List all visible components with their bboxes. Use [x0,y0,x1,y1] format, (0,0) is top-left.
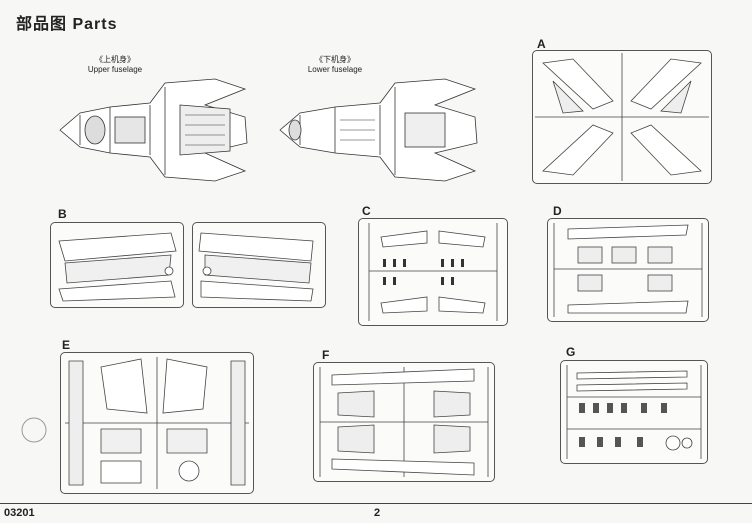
lower-fuselage-drawing [279,78,478,182]
sprue-e-parts [65,357,249,489]
sprue-f-parts [319,367,489,477]
upper-fuselage-caption: 《上机身》 Upper fuselage [70,55,160,75]
kit-number: 03201 [4,507,35,519]
sprue-e [60,352,254,494]
sprue-label-d: D [553,204,562,218]
lower-fuselage-caption-zh: 《下机身》 [315,55,355,64]
sprue-d [547,218,709,322]
page-number: 2 [374,507,381,519]
lower-fuselage-caption: 《下机身》 Lower fuselage [290,55,380,75]
sprue-f [313,362,495,482]
upper-fuselage-caption-en: Upper fuselage [87,65,143,74]
sprue-c-parts [368,223,498,321]
sprue-label-c: C [362,204,371,218]
lower-fuselage-caption-en: Lower fuselage [307,65,363,74]
sprue-label-e: E [62,338,71,352]
sprue-c [358,218,508,326]
sprue-g-parts [566,365,702,459]
circular-logo-icon [21,417,47,443]
sprue-b-right-parts [198,232,314,302]
sprue-b [50,222,184,308]
sprue-label-a: A [537,37,546,51]
sprue-d-parts [553,223,703,317]
sprue-b-left-parts [58,232,177,302]
sprue-label-g: G [566,345,576,359]
page-title: 部品图 Parts [16,16,118,33]
sprue-label-f: F [322,348,330,362]
upper-fuselage-drawing [59,78,248,182]
sprue-a-parts [535,53,709,181]
sprue-a [532,50,712,184]
sprue-label-b: B [58,207,67,221]
upper-fuselage-caption-zh: 《上机身》 [95,55,135,64]
footer-rule [0,503,752,504]
sprue-g [560,360,708,464]
sprue-b-right [192,222,326,308]
